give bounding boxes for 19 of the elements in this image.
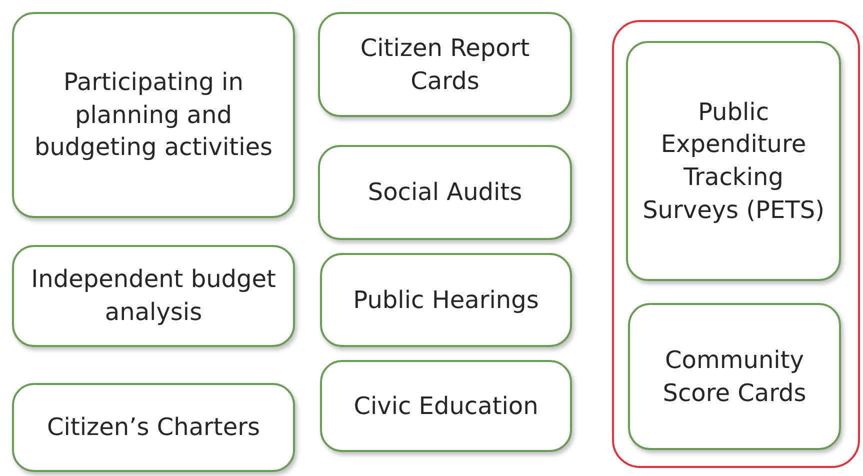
rounded-box (626, 41, 841, 281)
box-label: Civic Education (352, 390, 540, 422)
box-label: Citizen’s Charters (46, 412, 261, 444)
box-label: Public Hearings (352, 284, 540, 316)
rounded-box (12, 245, 295, 347)
rounded-box (12, 12, 295, 218)
rounded-box (318, 145, 572, 240)
group-outline (612, 20, 860, 468)
rounded-box (320, 253, 572, 347)
rounded-box (320, 360, 572, 452)
box-label: Social Audits (366, 177, 524, 208)
box-label: Community Score Cards (662, 344, 808, 408)
box-label: Participating in planning and budgeting activities (33, 67, 274, 164)
rounded-box (628, 303, 841, 450)
rounded-box (12, 383, 295, 472)
box-label: Independent budget analysis (30, 264, 277, 328)
rounded-box (318, 12, 572, 117)
box-label: Citizen Report Cards (359, 32, 531, 96)
box-label: Public Expenditure Tracking Surveys (PETS) (642, 96, 826, 226)
